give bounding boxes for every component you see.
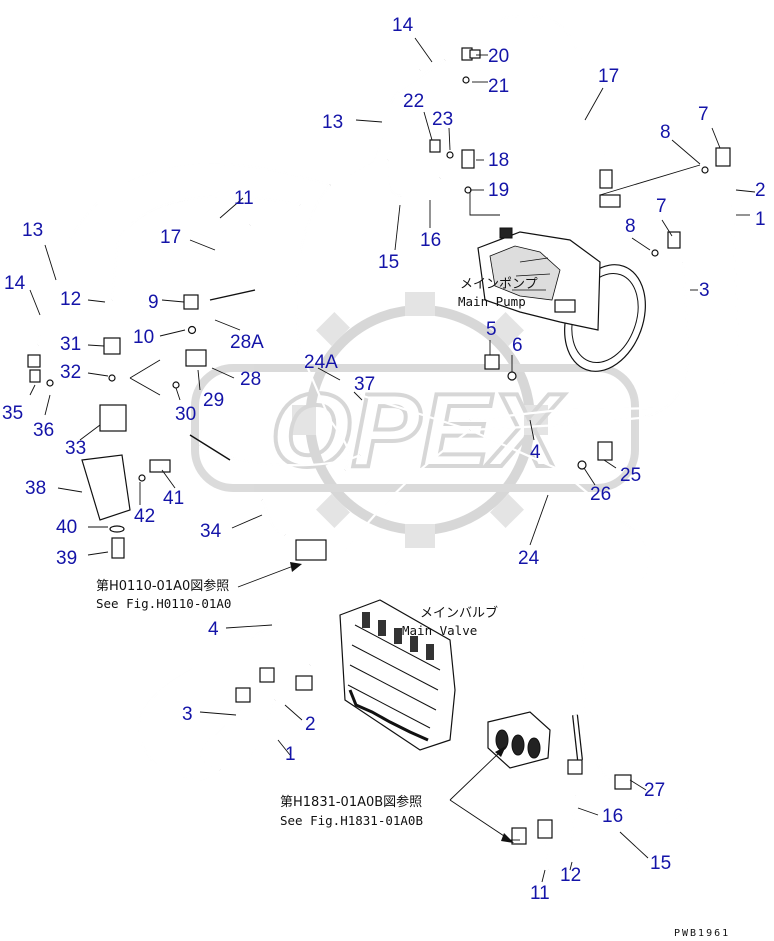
callout-27: 27 (644, 780, 665, 801)
callout-24-mid: 24 (518, 548, 540, 569)
reference-arrows (237, 562, 514, 843)
callout-33: 33 (65, 438, 86, 459)
callout-12-lower: 12 (560, 865, 581, 886)
main-pump (477, 227, 646, 372)
callout-labels: 14 20 17 21 22 23 13 7 8 2 1 18 19 11 16… (2, 15, 766, 904)
ref1-label-en: See Fig.H0110-01A0 (96, 596, 231, 611)
callout-6: 6 (512, 335, 523, 356)
callout-28a: 28A (230, 332, 264, 353)
callout-2-top: 2 (755, 180, 766, 201)
pilot-valve-block (487, 711, 583, 769)
callout-41: 41 (163, 488, 184, 509)
callout-21: 21 (488, 76, 509, 97)
callout-30: 30 (175, 404, 196, 425)
callout-37: 37 (354, 374, 375, 395)
main-pump-label-jp: メインポンプ (460, 277, 538, 292)
valve-label: メインバルブ Main Valve (402, 605, 498, 638)
main-pump-label-en: Main Pump (458, 294, 526, 309)
callout-13-left: 13 (22, 220, 43, 241)
callout-18: 18 (488, 150, 509, 171)
callout-42: 42 (134, 506, 155, 527)
callout-39: 39 (56, 548, 77, 569)
callout-23: 23 (432, 109, 453, 130)
callout-4-lower: 4 (208, 619, 219, 640)
callout-17-left: 17 (160, 227, 181, 248)
callout-40: 40 (56, 517, 77, 538)
callout-17-top: 17 (598, 66, 619, 87)
callout-5: 5 (486, 319, 497, 340)
callout-34: 34 (200, 521, 222, 542)
callout-24a: 24A (304, 352, 338, 373)
callout-8-mid: 8 (625, 216, 636, 237)
callout-20: 20 (488, 46, 509, 67)
main-valve (339, 599, 456, 751)
callout-15-lower: 15 (650, 853, 671, 874)
callout-13-top: 13 (322, 112, 343, 133)
callout-3-right: 3 (699, 280, 710, 301)
callout-22: 22 (403, 91, 424, 112)
callout-19: 19 (488, 180, 509, 201)
callout-28: 28 (240, 369, 261, 390)
main-valve-label-jp: メインバルブ (420, 605, 498, 621)
callout-29: 29 (203, 390, 224, 411)
callout-36: 36 (33, 420, 54, 441)
callout-11-mid: 11 (234, 188, 254, 209)
leader-lines (29, 37, 756, 883)
callout-9: 9 (148, 292, 159, 313)
callout-7-mid: 7 (656, 196, 667, 217)
callout-3-lower: 3 (182, 704, 193, 725)
callout-14-left: 14 (4, 273, 26, 294)
callout-16-lower: 16 (602, 806, 623, 827)
callout-31: 31 (60, 334, 81, 355)
callout-11-lower: 11 (530, 883, 550, 904)
ref2-label-en: See Fig.H1831-01A0B (280, 813, 423, 828)
callout-7-top: 7 (698, 104, 709, 125)
hose-lines (36, 14, 740, 871)
reference-note-2: 第H1831-01A0B図参照 See Fig.H1831-01A0B (280, 794, 423, 828)
opex-watermark-logo: OPEX (191, 292, 639, 548)
callout-35: 35 (2, 403, 23, 424)
callout-14-top: 14 (392, 15, 414, 36)
callout-38: 38 (25, 478, 46, 499)
ref2-label-jp: 第H1831-01A0B図参照 (280, 794, 422, 810)
callout-15-mid: 15 (378, 252, 399, 273)
reference-note-1: 第H0110-01A0図参照 See Fig.H0110-01A0 (96, 578, 231, 611)
pump-label: メインポンプ Main Pump (458, 277, 538, 309)
callout-25: 25 (620, 465, 641, 486)
callout-12-left: 12 (60, 289, 81, 310)
callout-4-mid: 4 (530, 442, 541, 463)
fittings (27, 47, 731, 845)
callout-2-lower: 2 (305, 714, 316, 735)
callout-1-top: 1 (755, 209, 766, 230)
callout-16-mid: 16 (420, 230, 441, 251)
ref1-label-jp: 第H0110-01A0図参照 (96, 578, 229, 594)
main-valve-label-en: Main Valve (402, 623, 477, 638)
callout-26: 26 (590, 484, 611, 505)
callout-10: 10 (133, 327, 154, 348)
drawing-code: PWB1961 (674, 928, 730, 939)
callout-32: 32 (60, 362, 81, 383)
callout-1-lower: 1 (285, 744, 296, 765)
callout-8-top: 8 (660, 122, 671, 143)
